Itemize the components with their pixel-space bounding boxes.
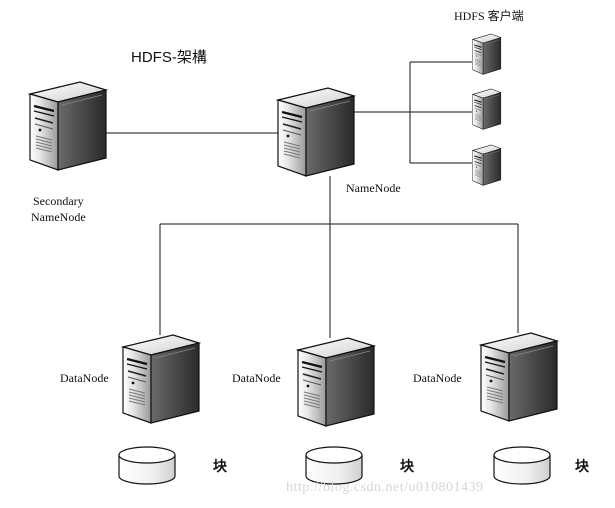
namenode-label: NameNode [346,181,401,195]
datanode-2-label: DataNode [232,371,281,385]
block-1-label: 块 [213,460,227,475]
datanode-2-server-icon [296,336,376,428]
datanode-3-label: DataNode [413,371,462,385]
client-2-server-icon [472,88,502,130]
secondary-namenode-server-icon [28,80,108,172]
block-1-disk-icon [118,446,176,485]
client-1-server-icon [472,33,502,75]
block-2-disk-icon [305,446,363,485]
diagram-title: HDFS-架構 [131,49,207,66]
secondary-namenode-label-line1: Secondary [33,194,84,208]
datanode-3-server-icon [479,331,559,423]
block-3-label: 块 [575,460,589,475]
datanode-1-server-icon [121,333,201,425]
block-2-label: 块 [400,460,414,475]
secondary-namenode-label-line2: NameNode [31,210,86,224]
datanode-1-label: DataNode [60,371,109,385]
namenode-server-icon [276,86,356,178]
block-3-disk-icon [493,446,551,485]
watermark-text: http://blog.csdn.net/u010801439 [286,480,484,495]
client-3-server-icon [472,144,502,186]
client-group-label: HDFS 客户端 [454,9,524,23]
connector-lines [102,61,519,338]
